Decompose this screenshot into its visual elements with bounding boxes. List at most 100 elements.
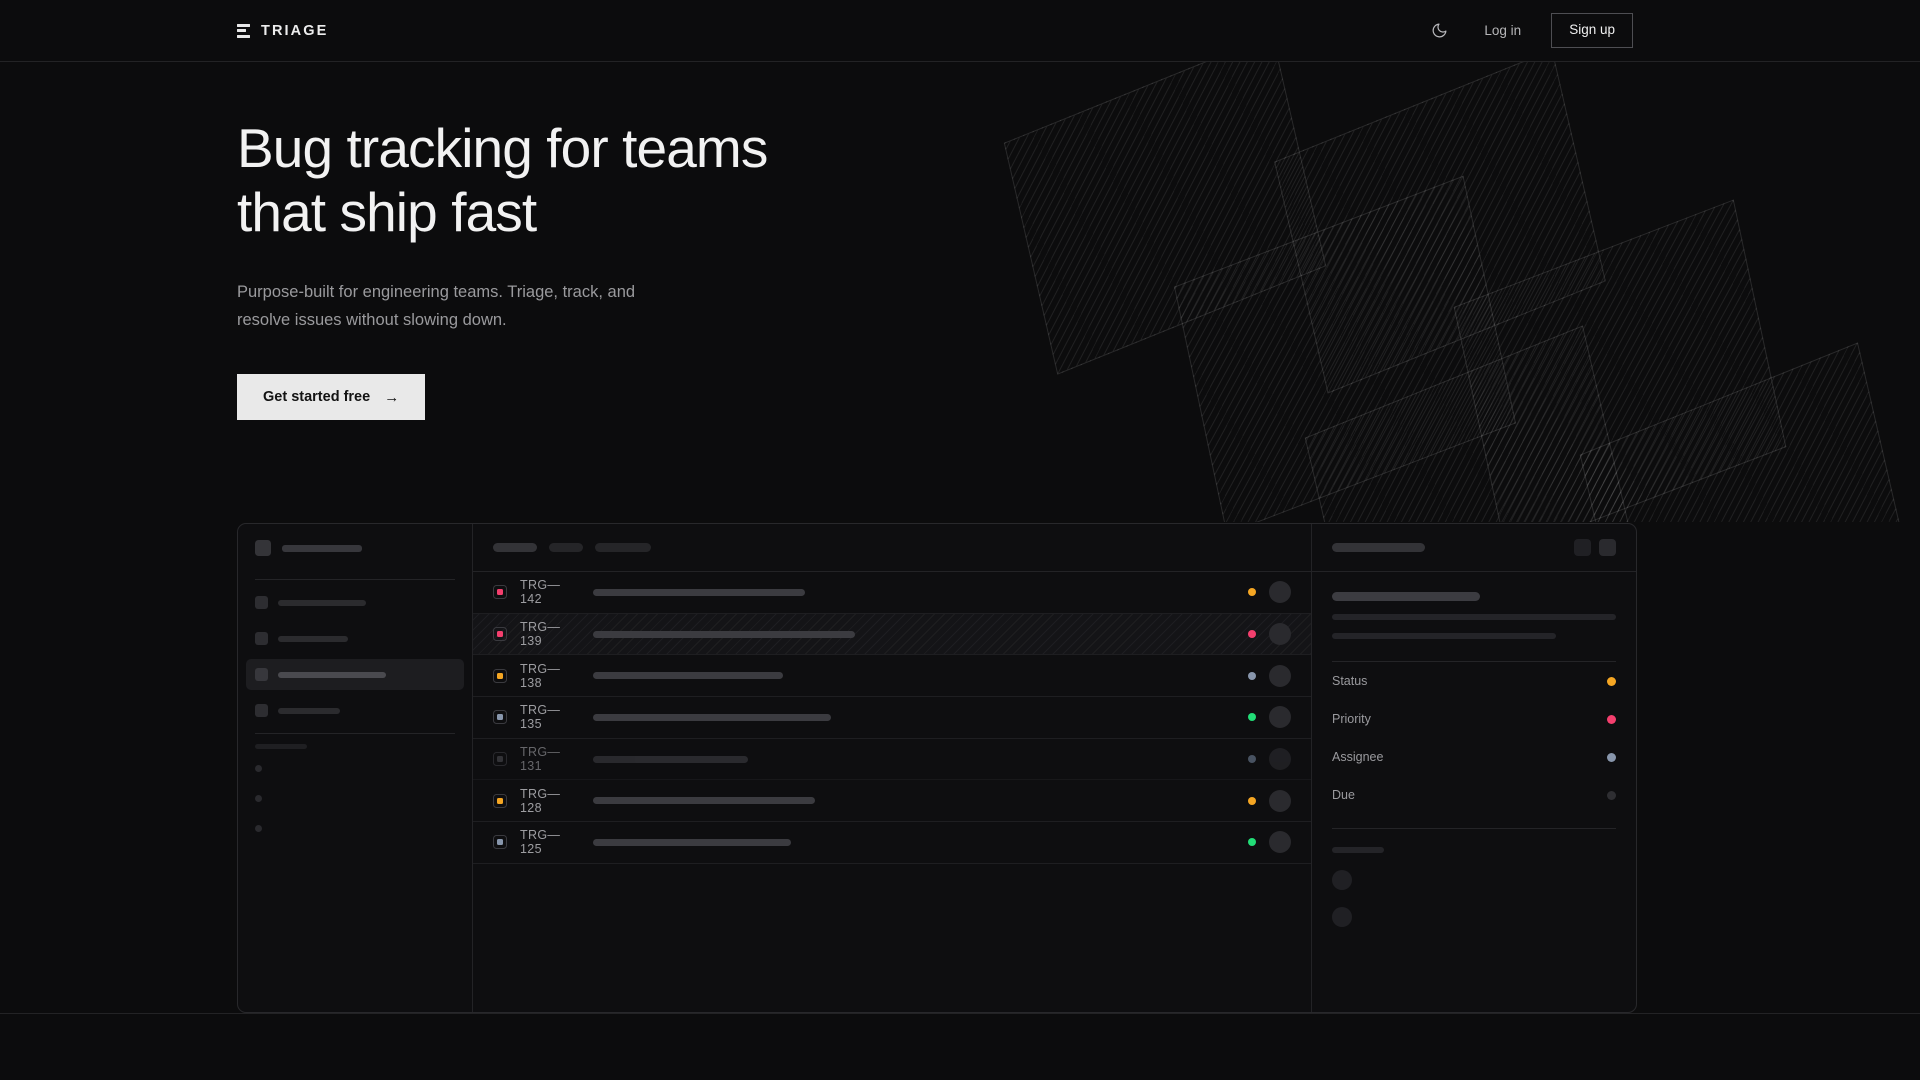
list-toolbar (473, 524, 1311, 572)
issue-type-badge (493, 793, 507, 808)
avatar (1269, 831, 1291, 854)
issue-title-skeleton (593, 672, 783, 680)
filter-chip-active[interactable] (493, 543, 537, 552)
login-link[interactable]: Log in (1484, 23, 1522, 38)
detail-meta-row-status[interactable]: Status (1332, 662, 1616, 700)
table-row[interactable]: TRG—142 (473, 572, 1311, 614)
table-row[interactable]: TRG—138 (473, 655, 1311, 698)
issue-id: TRG—125 (520, 828, 561, 857)
sidebar-item-icon (255, 668, 268, 681)
avatar (1269, 664, 1291, 687)
activity-avatar (1332, 870, 1352, 890)
brand-logo[interactable]: TRIAGE (237, 23, 328, 39)
detail-title-skeleton (1332, 543, 1425, 552)
table-row[interactable]: TRG—135 (473, 697, 1311, 739)
top-navigation-bar: TRIAGE Log in Sign up (0, 0, 1920, 62)
table-row[interactable]: TRG—139 (473, 613, 1311, 656)
detail-meta-label: Priority (1332, 712, 1371, 726)
divider (1332, 661, 1616, 662)
sidebar-workspace-switcher[interactable] (238, 524, 472, 572)
sidebar-item-1[interactable] (238, 587, 472, 618)
sidebar-sub-item-3[interactable] (238, 813, 472, 843)
detail-meta-row-priority[interactable]: Priority (1332, 700, 1616, 738)
brand-name: TRIAGE (261, 22, 329, 39)
hatched-panel (1304, 325, 1636, 522)
detail-meta-value-dot (1607, 676, 1616, 686)
get-started-button[interactable]: Get started free → (237, 374, 426, 421)
sidebar-section-label (255, 744, 307, 749)
activity-section-label-skeleton (1332, 847, 1384, 853)
detail-description-line (1332, 633, 1557, 639)
detail-header (1312, 524, 1636, 572)
stacked-bars-logo-icon (237, 23, 250, 38)
sidebar-item-3[interactable] (246, 659, 464, 690)
avatar (1269, 789, 1291, 812)
sidebar-item-label (278, 599, 366, 606)
sidebar-item-4[interactable] (238, 695, 472, 726)
get-started-label: Get started free (263, 389, 371, 406)
issue-type-badge (493, 710, 507, 725)
avatar (1269, 623, 1291, 646)
issue-type-badge (493, 585, 507, 600)
hatched-panel (1453, 199, 1787, 522)
sidebar-sub-item-bullet (255, 824, 262, 832)
arrow-right-icon: → (384, 388, 400, 406)
avatar (1269, 706, 1291, 729)
detail-meta-row-assignee[interactable]: Assignee (1332, 738, 1616, 776)
avatar (1269, 581, 1291, 604)
detail-meta-row-due[interactable]: Due (1332, 776, 1616, 814)
issue-type-badge (493, 752, 507, 767)
sidebar-item-2[interactable] (238, 623, 472, 654)
detail-issue-title-skeleton (1332, 592, 1480, 601)
sidebar-sub-item-2[interactable] (238, 783, 472, 813)
detail-meta-value-dot (1607, 714, 1616, 724)
sidebar-item-icon (255, 704, 268, 717)
app-sidebar (238, 524, 473, 1012)
issue-title-skeleton (593, 838, 791, 846)
issue-title-skeleton (593, 588, 805, 596)
divider (255, 733, 455, 734)
hatched-panel (1274, 62, 1606, 394)
sidebar-sub-item-1[interactable] (238, 753, 472, 783)
detail-description-line (1332, 614, 1616, 620)
table-row[interactable]: TRG—125 (473, 822, 1311, 864)
status-dot (1248, 630, 1256, 639)
detail-meta-label: Assignee (1332, 750, 1384, 764)
detail-action-icon-2[interactable] (1599, 539, 1616, 556)
status-dot (1248, 671, 1256, 680)
issue-title-skeleton (593, 713, 831, 721)
issue-title-skeleton (593, 797, 815, 805)
sidebar-item-icon (255, 596, 268, 609)
avatar (1269, 748, 1291, 771)
sidebar-sub-item-bullet (255, 794, 262, 802)
issue-title-skeleton (593, 630, 855, 638)
sidebar-item-label (278, 671, 386, 678)
page-title: Bug tracking for teams that ship fast (237, 117, 768, 243)
activity-avatar (1332, 907, 1352, 927)
table-row[interactable]: TRG—131 (473, 739, 1311, 781)
table-row[interactable]: TRG—128 (473, 780, 1311, 823)
sidebar-item-label (278, 707, 340, 714)
filter-chip[interactable] (595, 543, 651, 552)
status-dot (1248, 588, 1256, 597)
signup-button[interactable]: Sign up (1551, 13, 1633, 48)
issue-title-skeleton (593, 755, 748, 763)
detail-action-icon-1[interactable] (1574, 539, 1591, 556)
issue-id: TRG—135 (520, 703, 561, 732)
hero-section: Bug tracking for teams that ship fast Pu… (0, 62, 1920, 522)
detail-meta-value-dot (1607, 790, 1616, 800)
moon-icon[interactable] (1422, 14, 1456, 48)
issue-id: TRG—142 (520, 578, 561, 607)
issue-type-badge (493, 627, 507, 642)
sidebar-item-icon (255, 632, 268, 645)
sidebar-nav-list (238, 587, 472, 726)
hero-subtitle: Purpose-built for engineering teams. Tri… (237, 282, 636, 329)
issue-type-badge (493, 668, 507, 683)
filter-chip[interactable] (549, 543, 583, 552)
issue-id: TRG—128 (520, 786, 561, 815)
